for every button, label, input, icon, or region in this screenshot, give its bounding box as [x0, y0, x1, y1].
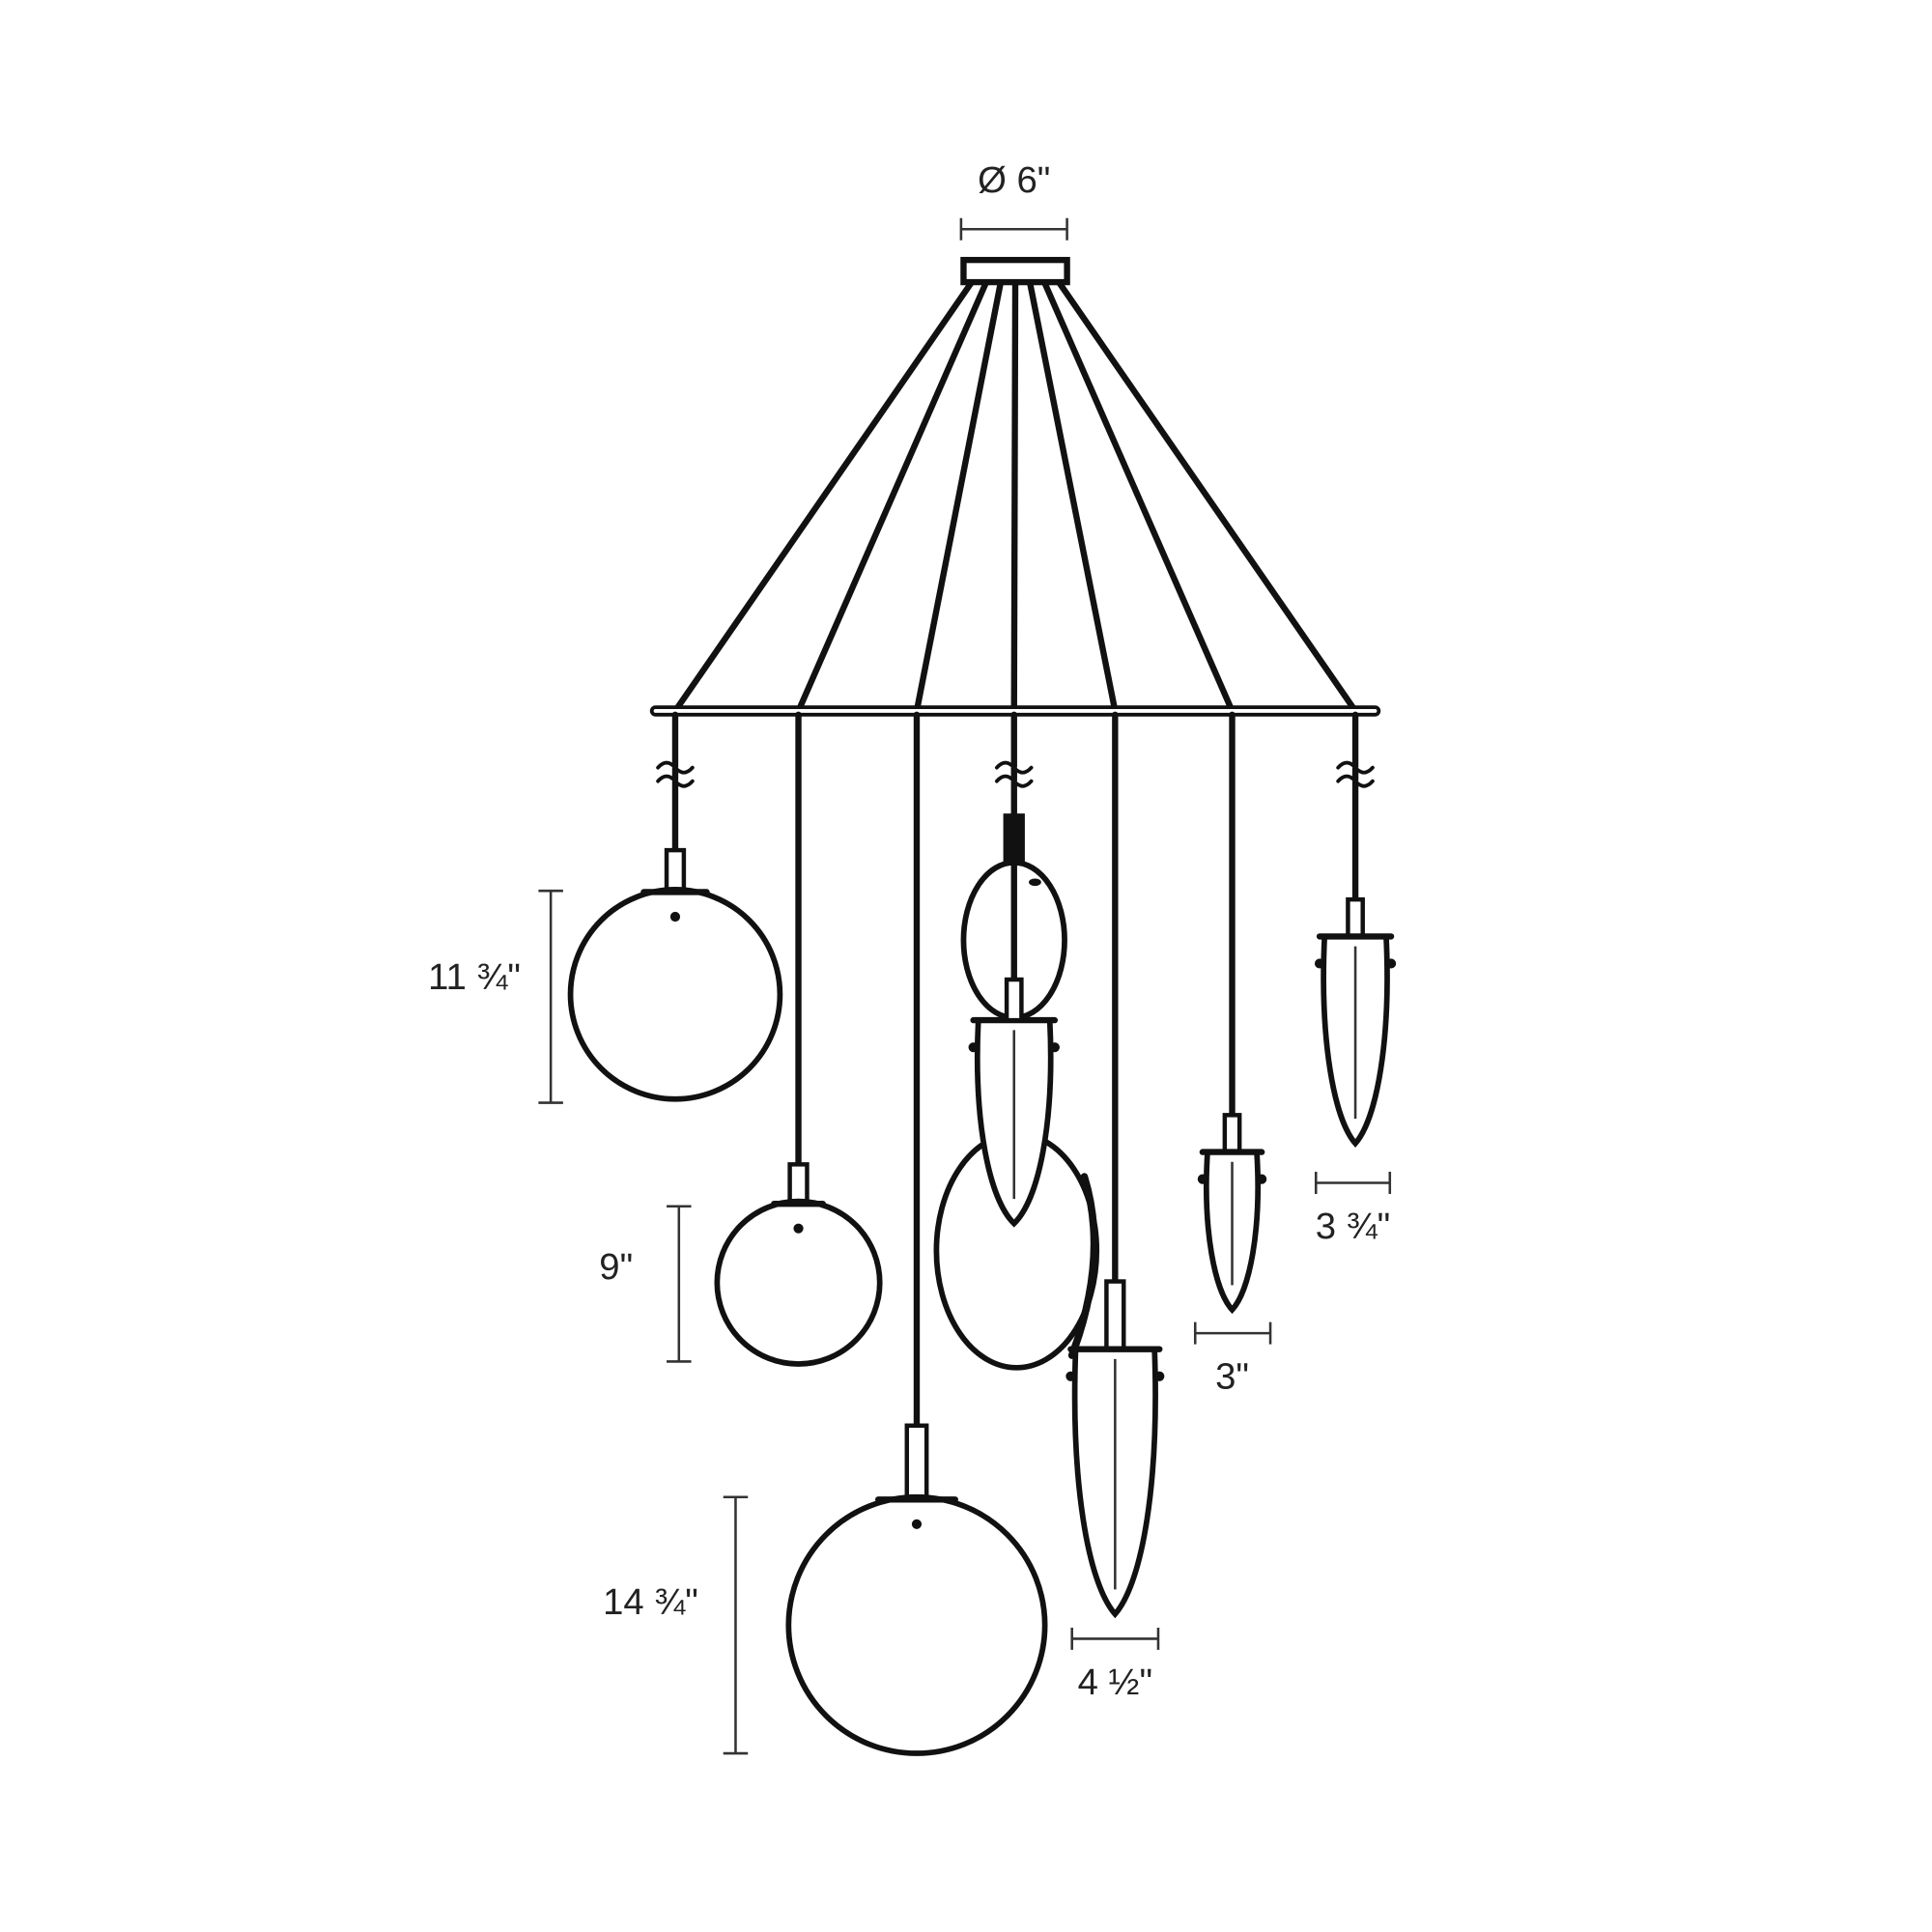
oval-dot [1029, 878, 1041, 887]
drop-small-width-label: 3" [1215, 1356, 1249, 1398]
globe-large-height-label: 14 ¾" [603, 1581, 698, 1623]
socket-collar [1003, 813, 1025, 866]
dimension-labels: Ø 6" 11 ¾" 9" 14 ¾" 4 ½" 3" 3 ¾" [428, 159, 1390, 1703]
drop-pin [1065, 1371, 1076, 1381]
suspension-cable [913, 280, 1004, 715]
suspension-cable [1010, 280, 1019, 715]
socket-collar [664, 847, 687, 893]
suspension-cable [1027, 280, 1119, 715]
ceiling-canopy [960, 256, 1070, 286]
drop-medium-width-label: 3 ¾" [1316, 1206, 1390, 1247]
drop-pin [1257, 1174, 1267, 1184]
drop-pin [1314, 958, 1325, 969]
suspension-cable [1056, 280, 1359, 715]
drop-pin [1154, 1371, 1165, 1381]
globe-dot [911, 1519, 923, 1529]
globe-medium-height-label: 11 ¾" [428, 956, 521, 998]
socket-collar [904, 1423, 929, 1499]
globe-small-height-label: 9" [599, 1246, 633, 1288]
socket-collar [787, 1162, 810, 1204]
glass-globe [785, 1493, 1048, 1756]
drop-pin [968, 1042, 979, 1053]
suspension-cable [671, 280, 975, 715]
socket-collar [1004, 977, 1024, 1023]
socket-collar [1222, 1113, 1242, 1154]
cable-break-symbol [1336, 760, 1375, 788]
drop-large-width-label: 4 ½" [1078, 1662, 1152, 1703]
suspension-cable [795, 280, 989, 715]
globe-dot [669, 911, 681, 923]
globe-dot [793, 1223, 804, 1234]
socket-collar [1346, 896, 1365, 939]
chandelier-structure [538, 217, 1397, 1756]
drop-pin [1385, 958, 1397, 969]
glass-ring-edge [1067, 1173, 1098, 1359]
canopy-diameter-label: Ø 6" [978, 159, 1050, 201]
cable-break-symbol [994, 760, 1034, 788]
socket-collar [1104, 1279, 1126, 1351]
suspension-cable [1041, 280, 1236, 715]
cable-break-symbol [656, 760, 695, 788]
drop-pin [1049, 1042, 1060, 1053]
drop-pin [1197, 1174, 1208, 1184]
